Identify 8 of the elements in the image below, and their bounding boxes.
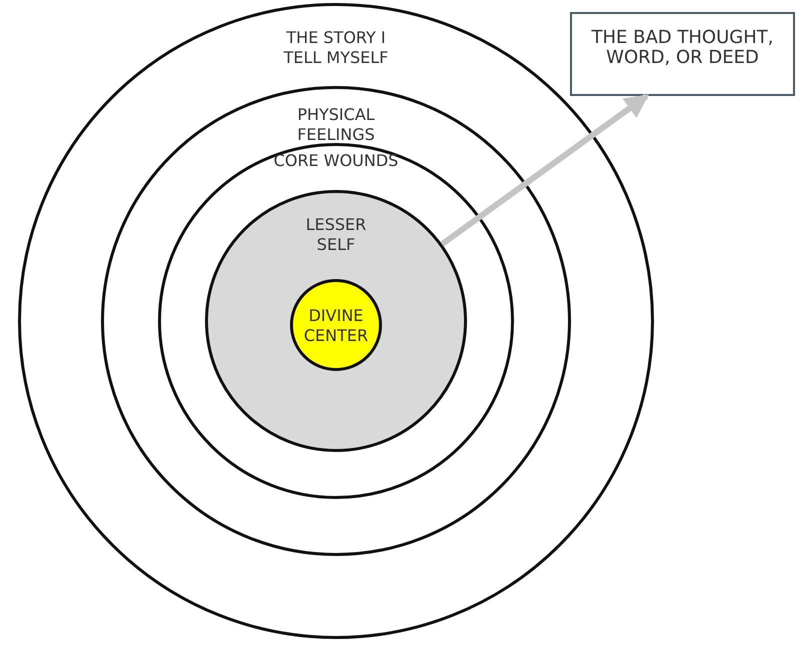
arrow	[440, 94, 649, 247]
ring-label: DIVINE CENTER	[302, 306, 370, 346]
ring-label: PHYSICAL FEELINGS	[296, 105, 376, 145]
ring-label: CORE WOUNDS	[274, 151, 398, 171]
ring-label: THE BAD THOUGHT, WORD, OR DEED	[590, 28, 774, 68]
ring-label: LESSER SELF	[304, 215, 368, 255]
ring-label: THE STORY I TELL MYSELF	[282, 28, 390, 68]
text-box	[570, 12, 795, 96]
